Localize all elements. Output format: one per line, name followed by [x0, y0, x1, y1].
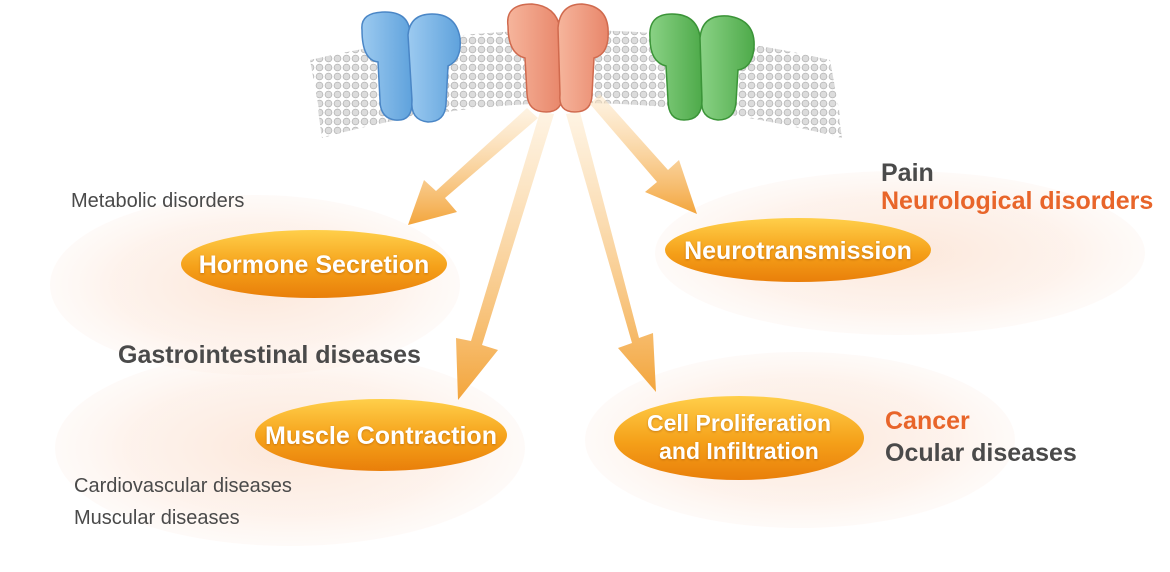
process-cell-line1: Cell Proliferation	[646, 410, 832, 436]
disease-neurological: Neurological disorders	[881, 187, 1154, 215]
receptor-blue	[361, 11, 461, 123]
disease-muscular: Muscular diseases	[74, 507, 240, 529]
disease-metabolic: Metabolic disorders	[71, 190, 245, 212]
receptor-green	[649, 13, 755, 121]
disease-gastrointestinal: Gastrointestinal diseases	[118, 341, 421, 369]
disease-ocular: Ocular diseases	[885, 439, 1077, 467]
receptor-salmon	[506, 3, 609, 113]
disease-cardiovascular: Cardiovascular diseases	[74, 475, 292, 497]
disease-cancer: Cancer	[885, 407, 970, 435]
process-cell-proliferation: Cell Proliferation and Infiltration	[614, 410, 864, 465]
pill-neurotransmission	[665, 218, 931, 282]
process-cell-line2: and Infiltration	[659, 437, 819, 464]
arrow-to-muscle	[456, 112, 554, 400]
process-muscle-contraction: Muscle Contraction	[265, 422, 497, 450]
pill-hormone-secretion	[181, 230, 447, 298]
arrow-to-hormone	[408, 108, 538, 225]
disease-pain: Pain	[881, 159, 934, 187]
pill-cell-proliferation	[614, 396, 864, 480]
process-neurotransmission: Neurotransmission	[684, 237, 912, 265]
pill-muscle-contraction	[255, 399, 507, 471]
arrow-to-cell	[566, 112, 656, 392]
process-hormone-secretion: Hormone Secretion	[198, 251, 430, 279]
arrow-to-neuro	[590, 94, 697, 214]
